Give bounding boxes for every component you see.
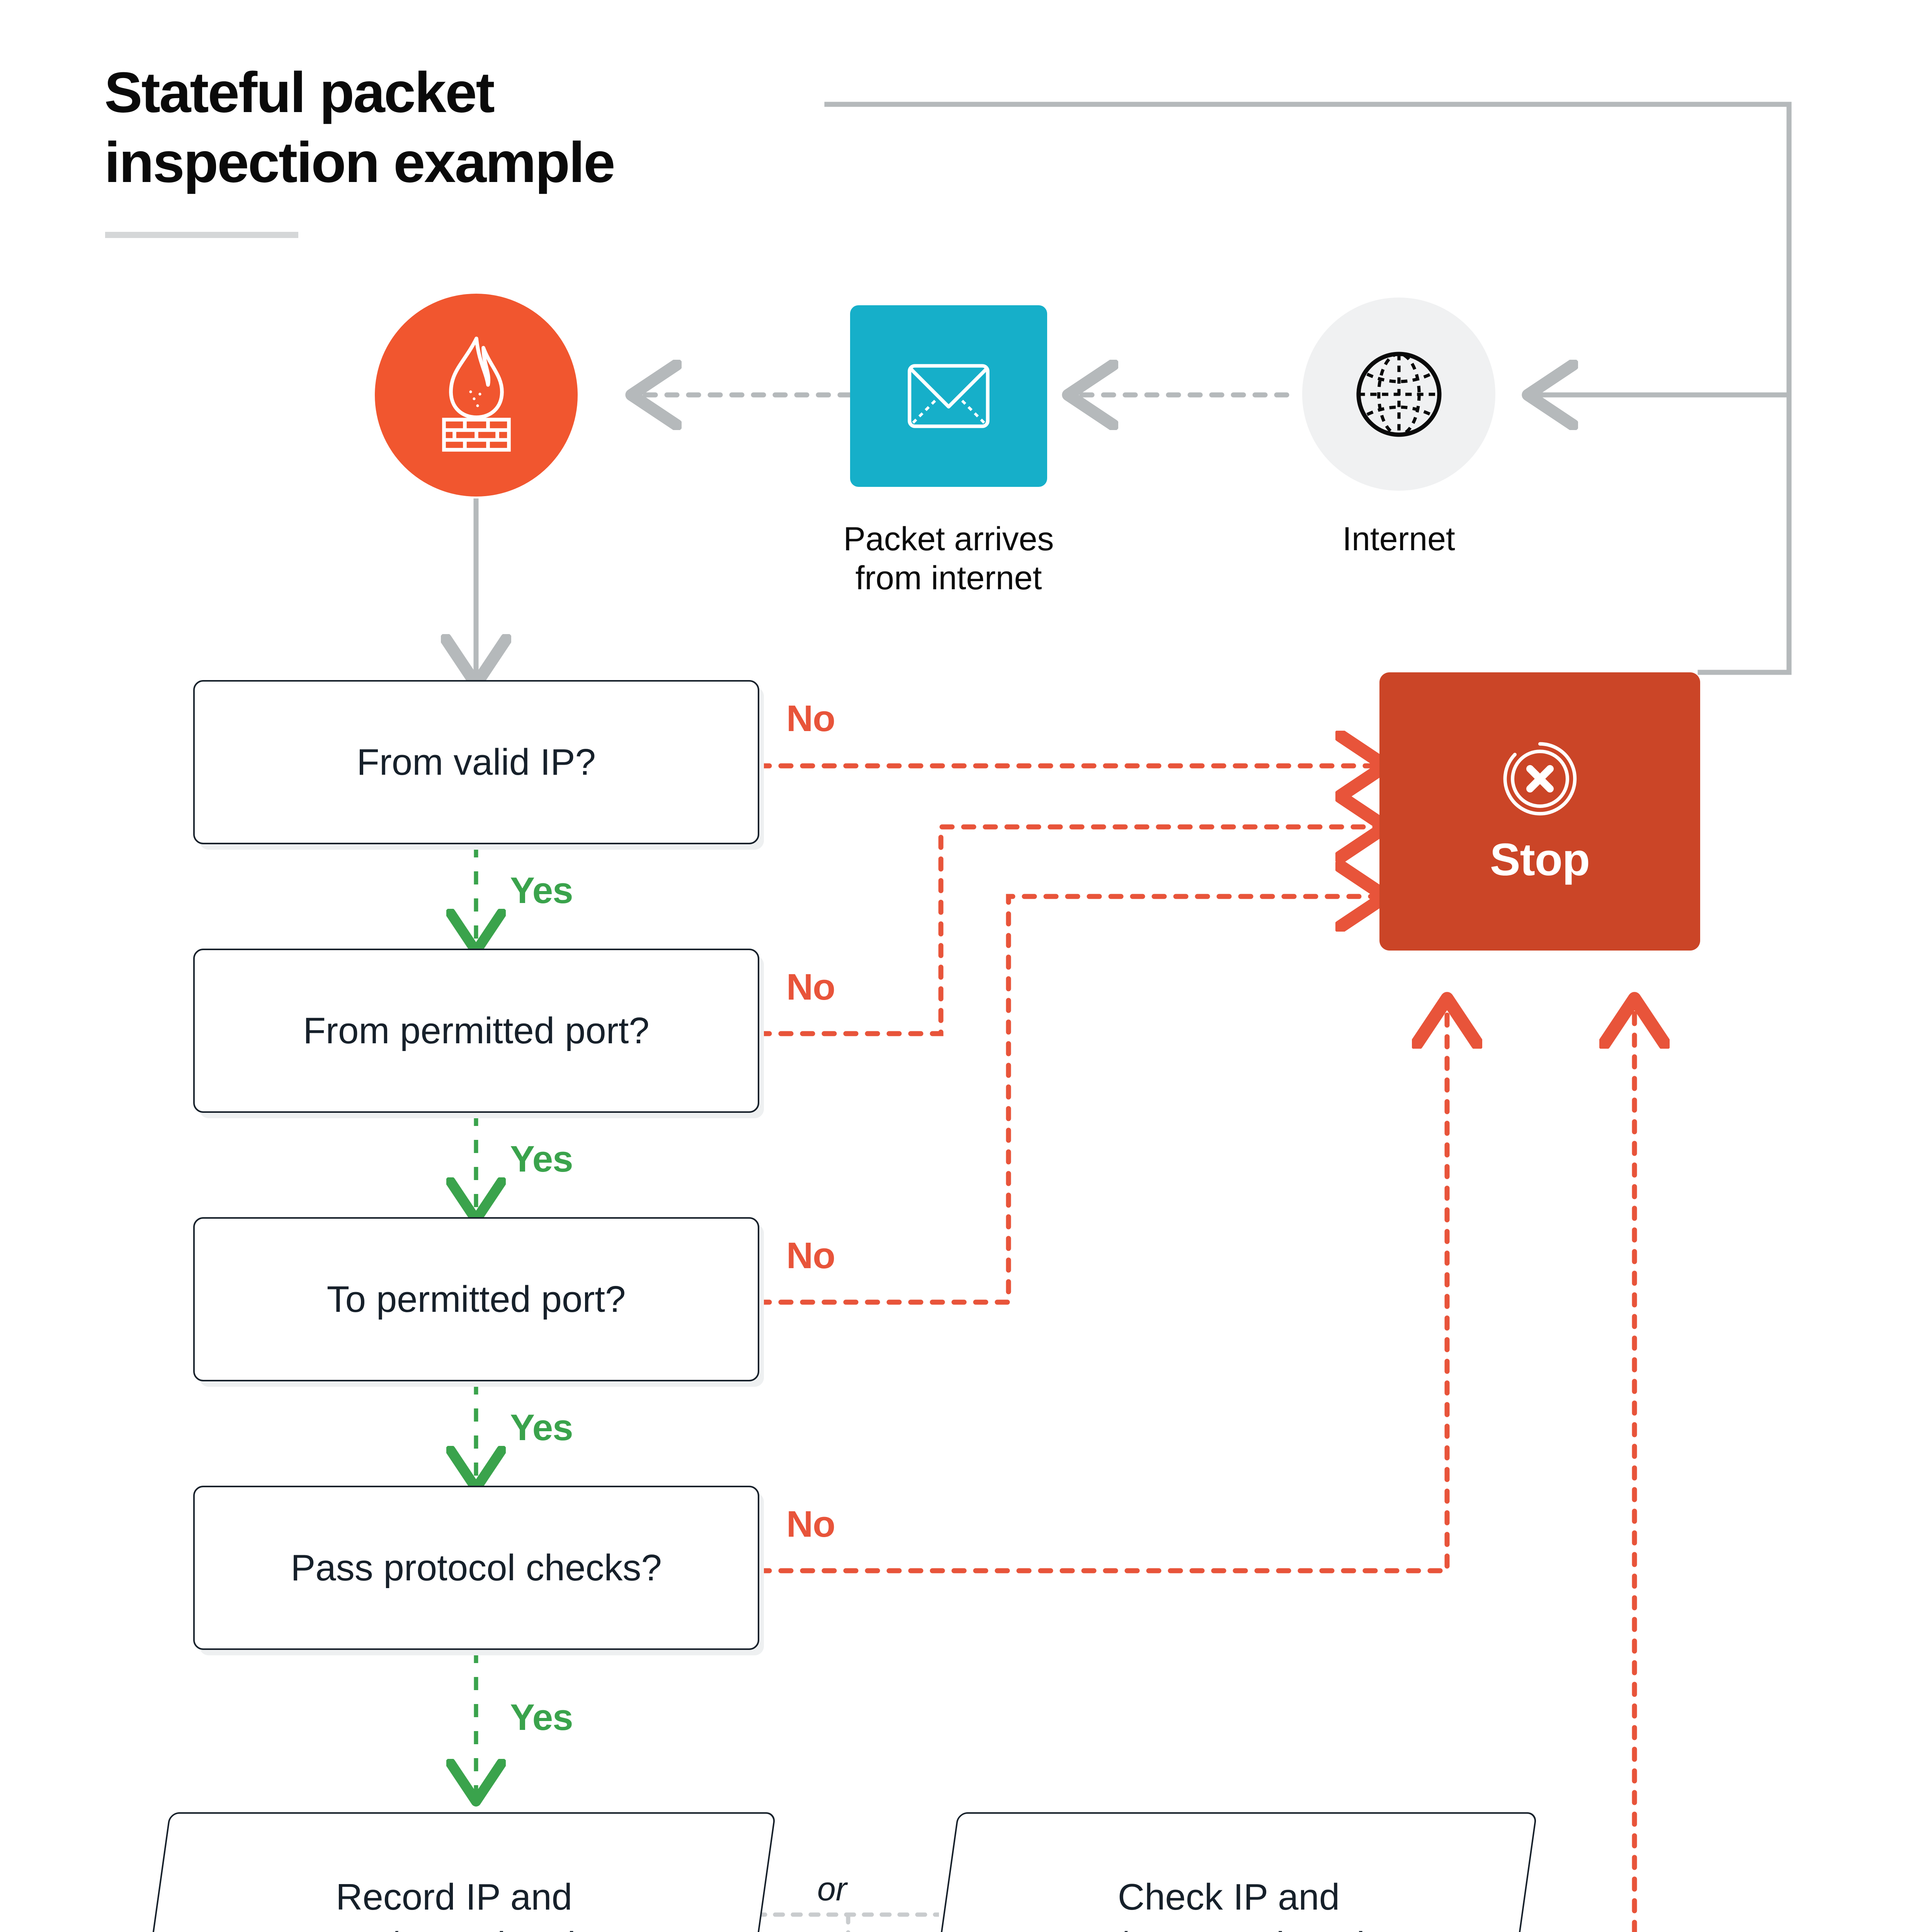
firewall-flame-brick-icon xyxy=(442,336,511,452)
process-check-ip-line-2: SYN/ACK against data xyxy=(1041,1922,1416,1932)
internet-icon xyxy=(1302,298,1495,491)
decision-from-permitted-port-label: From permitted port? xyxy=(303,1010,650,1051)
process-check-ip-text: Check IP and SYN/ACK against data in con… xyxy=(1018,1873,1439,1932)
decision-pass-protocol-checks[interactable]: Pass protocol checks? xyxy=(193,1486,759,1650)
stop-label: Stop xyxy=(1490,834,1590,885)
stop-node[interactable]: Stop xyxy=(1379,672,1700,951)
packet-arrives-caption-line-1: Packet arrives xyxy=(843,520,1054,558)
edge-label-no-1: No xyxy=(786,698,835,739)
internet-caption: Internet xyxy=(1342,520,1455,558)
process-check-ip[interactable]: Check IP and SYN/ACK against data in con… xyxy=(920,1812,1537,1932)
title-divider xyxy=(105,232,298,238)
decision-pass-protocol-checks-label: Pass protocol checks? xyxy=(291,1547,662,1588)
firewall-icon xyxy=(375,294,578,497)
packet-arrives-icon xyxy=(850,305,1047,487)
decision-from-permitted-port[interactable]: From permitted port? xyxy=(193,949,759,1113)
edge-label-no-2: No xyxy=(786,966,835,1008)
edge-label-or: or xyxy=(817,1871,847,1908)
globe-icon xyxy=(1356,352,1441,437)
packet-arrives-caption-line-2: from internet xyxy=(855,560,1042,597)
packet-arrives-caption: Packet arrives from internet xyxy=(765,520,1132,598)
edge-label-no-4: No xyxy=(786,1503,835,1545)
edge-label-no-3: No xyxy=(786,1235,835,1276)
envelope-icon xyxy=(908,364,990,428)
decision-from-valid-ip-label: From valid IP? xyxy=(357,741,596,783)
process-record-ip-line-1: Record IP and xyxy=(336,1876,572,1918)
edge-label-yes-1: Yes xyxy=(510,870,573,911)
circle-x-icon xyxy=(1503,742,1577,815)
page-title-line-1: Stateful packet xyxy=(104,61,495,124)
edge-label-yes-2: Yes xyxy=(510,1138,573,1180)
decision-to-permitted-port[interactable]: To permitted port? xyxy=(193,1217,759,1381)
page-title: Stateful packet inspection example xyxy=(104,58,954,197)
process-record-ip-line-2: SYN/ACK data in xyxy=(312,1922,596,1932)
process-check-ip-line-1: Check IP and xyxy=(1117,1876,1340,1918)
edge-label-yes-4: Yes xyxy=(510,1697,573,1738)
process-record-ip-text: Record IP and SYN/ACK data in connection… xyxy=(289,1873,619,1932)
edge-label-yes-3: Yes xyxy=(510,1407,573,1448)
process-record-ip[interactable]: Record IP and SYN/ACK data in connection… xyxy=(132,1812,776,1932)
decision-to-permitted-port-label: To permitted port? xyxy=(327,1278,626,1320)
page-title-line-2: inspection example xyxy=(104,130,616,194)
decision-from-valid-ip[interactable]: From valid IP? xyxy=(193,680,759,844)
